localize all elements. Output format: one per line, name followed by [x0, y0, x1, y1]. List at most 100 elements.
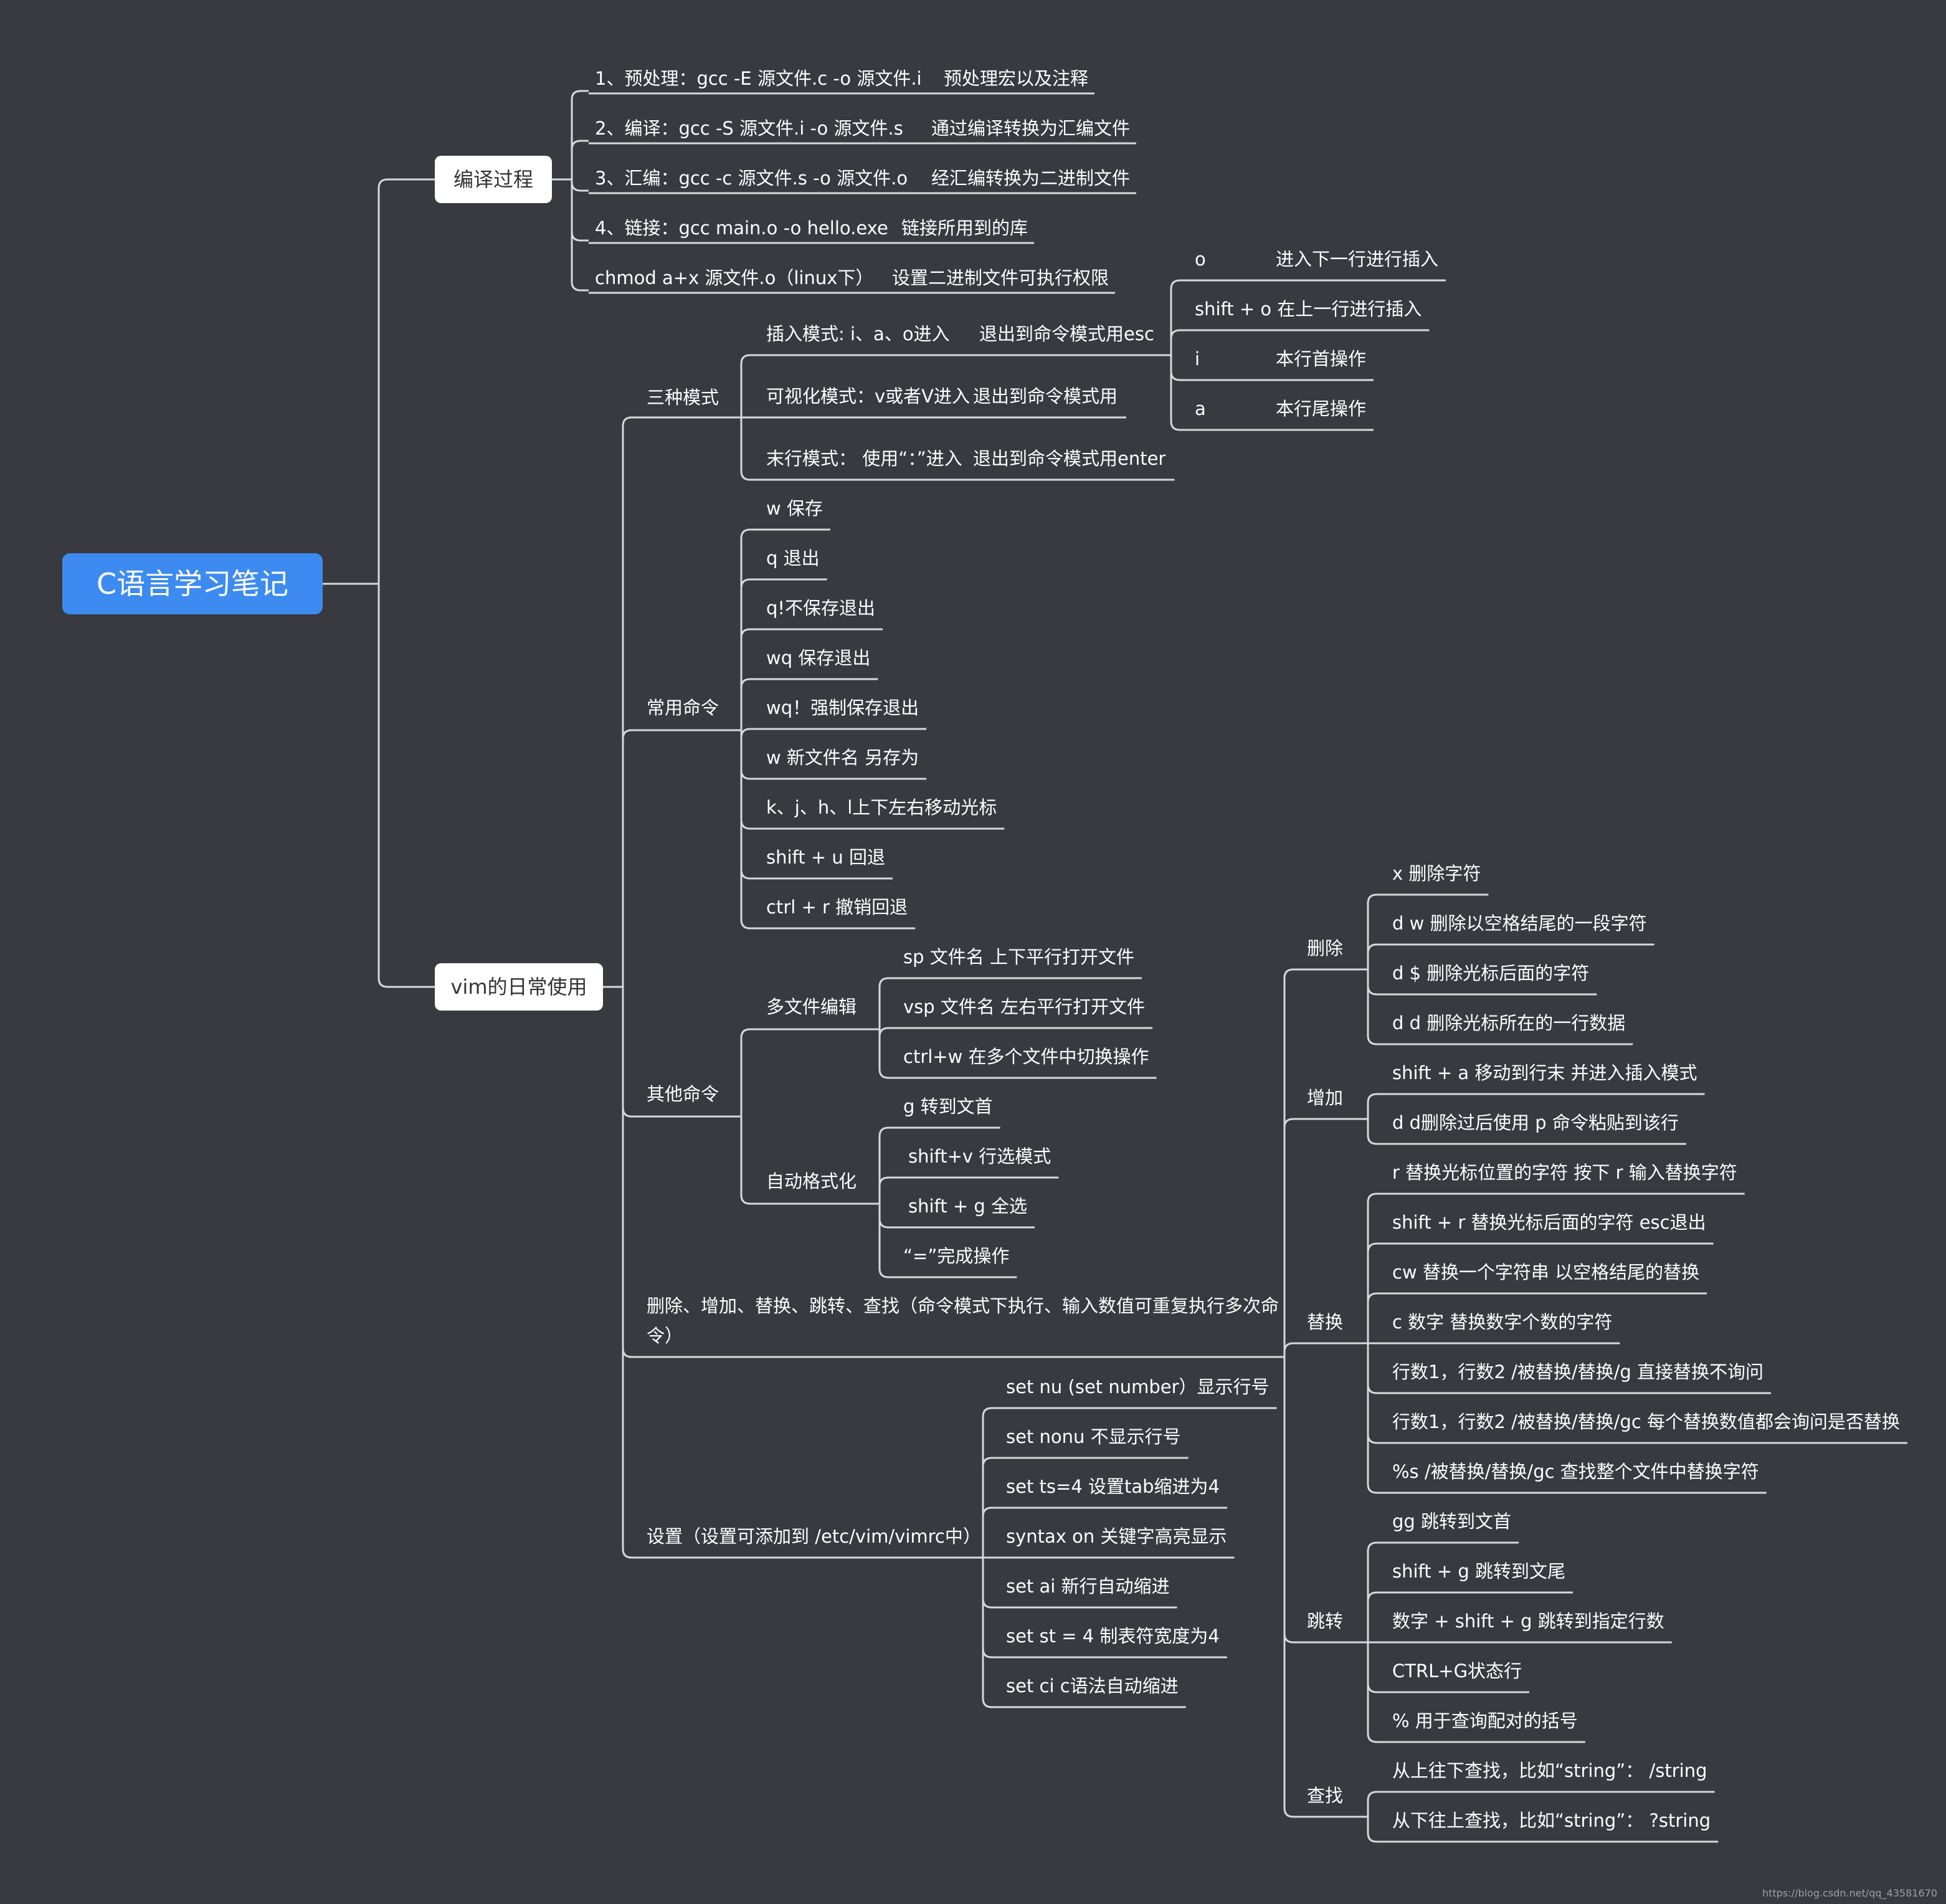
compile-connector	[571, 90, 589, 179]
compile-connector	[571, 140, 589, 179]
compile-connector	[571, 179, 589, 192]
format-connector	[878, 1204, 889, 1229]
settings-connector	[982, 1558, 992, 1708]
find-connector	[1367, 1817, 1377, 1843]
settings-connector	[982, 1507, 992, 1558]
jump-item: gg 跳转到文首	[1392, 1511, 1511, 1532]
watermark: https://blog.csdn.net/qq_43581670	[1762, 1887, 1937, 1900]
other-multi-label: 多文件编辑	[766, 996, 857, 1017]
setting-item: syntax on 关键字高亮显示	[1006, 1526, 1227, 1547]
replace-connector	[1367, 1343, 1377, 1394]
settings-connector	[982, 1407, 992, 1558]
category-settings: 设置（设置可添加到 /etc/vim/vimrc中）	[647, 1526, 981, 1547]
vim-categories: 三种模式 常用命令 其他命令 删除、增加、替换、跳转、查找（命令模式下执行、输入…	[647, 387, 1279, 1547]
jump-item: CTRL+G状态行	[1392, 1660, 1522, 1682]
delete-connector	[1367, 969, 1377, 996]
format-item: “=”完成操作	[903, 1245, 1009, 1267]
connector-lines	[323, 90, 1908, 1843]
root-label: C语言学习笔记	[97, 567, 288, 601]
vim-connector	[622, 987, 632, 1559]
vim-connector	[622, 987, 632, 1118]
compile-desc: 经汇编转换为二进制文件	[931, 168, 1130, 189]
format-connector	[878, 1126, 889, 1204]
multi-connector	[878, 1029, 889, 1079]
insert-key: shift + o 在上一行进行插入	[1195, 298, 1422, 320]
vim-connector	[622, 987, 632, 1358]
multi-connector	[878, 977, 889, 1029]
common-item: shift + u 回退	[766, 847, 885, 868]
common-connector	[740, 730, 751, 880]
compile-connector	[571, 179, 589, 292]
compile-desc: 链接所用到的库	[901, 217, 1028, 239]
edit-connector	[1283, 1118, 1294, 1357]
format-item: shift + g 全选	[908, 1196, 1027, 1217]
edit-connector	[1283, 1357, 1294, 1818]
replace-item: shift + r 替换光标后面的字符 esc退出	[1392, 1212, 1706, 1233]
settings-items: set nu (set number）显示行号 set nonu 不显示行号 s…	[1006, 1376, 1270, 1697]
other-connector	[740, 1116, 751, 1205]
insert-desc: 本行尾操作	[1276, 398, 1366, 419]
mode-cmd: 末行模式： 使用“：”进入	[766, 448, 962, 469]
insert-connector	[1170, 329, 1180, 355]
replace-item: r 替换光标位置的字符 按下 r 输入替换字符	[1392, 1162, 1737, 1183]
compile-items: 1、预处理：gcc -E 源文件.c -o 源文件.i 预处理宏以及注释 2、编…	[595, 68, 1130, 288]
setting-item: set ts=4 设置tab缩进为4	[1006, 1476, 1220, 1497]
jump-item: % 用于查询配对的括号	[1392, 1710, 1578, 1731]
mode-desc: 退出到命令模式用enter	[973, 448, 1165, 469]
format-connector	[878, 1204, 889, 1278]
common-item: w 保存	[766, 498, 823, 519]
mode-cmd: 插入模式: i、a、o进入	[766, 323, 950, 345]
mode-cmd: 可视化模式：v或者V进入	[766, 386, 970, 407]
replace-item: 行数1，行数2 /被替换/替换/g 直接替换不询问	[1392, 1361, 1763, 1383]
insert-connector	[1170, 279, 1180, 355]
jump-item: 数字 + shift + g 跳转到指定行数	[1392, 1611, 1664, 1632]
multi-connector	[878, 1027, 889, 1037]
common-item: q!不保存退出	[766, 597, 875, 619]
category-edit-cont: 令）	[647, 1325, 683, 1346]
node-compile[interactable]: 编译过程	[435, 156, 552, 203]
vim-connector	[622, 416, 632, 987]
jump-connector	[1367, 1642, 1377, 1693]
edit-replace-label: 替换	[1307, 1311, 1343, 1333]
category-common: 常用命令	[647, 697, 719, 718]
format-connector	[878, 1176, 889, 1204]
common-item: k、j、h、l上下左右移动光标	[766, 797, 997, 818]
node-vim[interactable]: vim的日常使用	[435, 963, 603, 1011]
format-item: shift+v 行选模式	[908, 1146, 1051, 1167]
compile-cmd: 1、预处理：gcc -E 源文件.c -o 源文件.i	[595, 68, 922, 89]
root-node[interactable]: C语言学习笔记	[62, 553, 323, 614]
node-vim-label: vim的日常使用	[450, 975, 587, 999]
compile-cmd: chmod a+x 源文件.o（linux下）	[595, 267, 873, 288]
insert-connector	[1170, 355, 1180, 381]
replace-item: %s /被替换/替换/gc 查找整个文件中替换字符	[1392, 1461, 1759, 1482]
find-item: 从下往上查找，比如“string”： ?string	[1392, 1810, 1711, 1831]
common-connector	[740, 578, 751, 730]
insert-key: o	[1195, 249, 1206, 270]
edit-jump-label: 跳转	[1307, 1611, 1343, 1632]
vim-connector	[622, 729, 632, 987]
insert-items: o 进入下一行进行插入 shift + o 在上一行进行插入 i 本行首操作 a…	[1195, 249, 1438, 419]
root-connector	[377, 178, 435, 584]
delete-item: d $ 删除光标后面的字符	[1392, 963, 1589, 984]
delete-connector	[1367, 943, 1377, 969]
settings-connector	[982, 1558, 992, 1609]
setting-item: set nu (set number）显示行号	[1006, 1376, 1270, 1397]
setting-item: set nonu 不显示行号	[1006, 1426, 1181, 1447]
insert-connector	[1170, 355, 1180, 431]
other-connector	[740, 1028, 751, 1116]
common-connector	[740, 678, 751, 730]
setting-item: set ci c语法自动缩进	[1006, 1675, 1179, 1697]
add-connector	[1367, 1119, 1377, 1145]
compile-desc: 通过编译转换为汇编文件	[931, 118, 1130, 139]
jump-connector	[1367, 1591, 1377, 1642]
compile-cmd: 4、链接：gcc main.o -o hello.exe	[595, 217, 888, 239]
replace-item: cw 替换一个字符串 以空格结尾的替换	[1392, 1262, 1699, 1283]
insert-key: a	[1195, 398, 1206, 419]
insert-desc: 本行首操作	[1276, 348, 1366, 369]
replace-connector	[1367, 1192, 1377, 1343]
compile-cmd: 2、编译：gcc -S 源文件.i -o 源文件.s	[595, 118, 903, 139]
delete-item: d w 删除以空格结尾的一段字符	[1392, 913, 1647, 934]
add-item: d d删除过后使用 p 命令粘贴到该行	[1392, 1112, 1679, 1133]
replace-connector	[1367, 1343, 1377, 1494]
